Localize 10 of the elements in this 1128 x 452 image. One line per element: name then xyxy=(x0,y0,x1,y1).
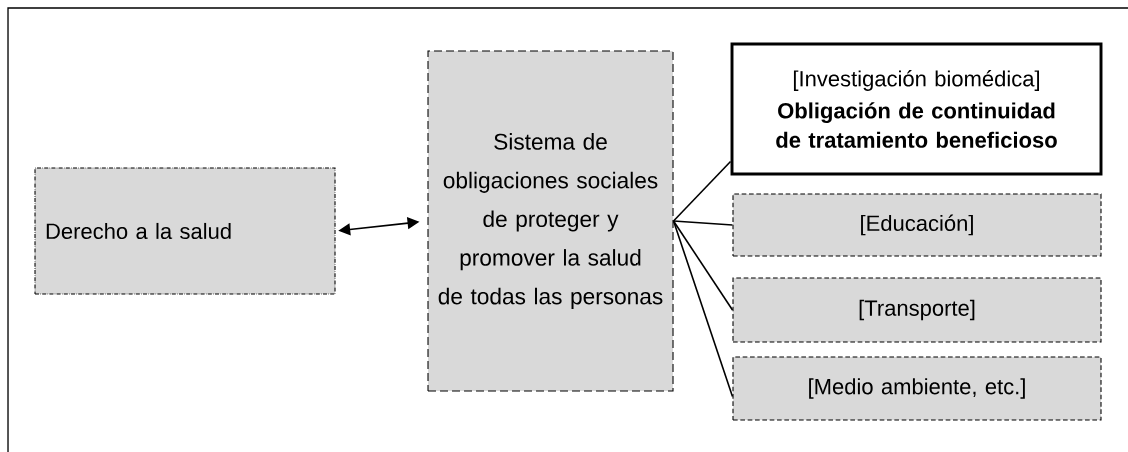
highlight-box: [Investigación biomédica] Obligación de continuidad de tratamiento beneficioso xyxy=(730,42,1103,176)
concept-box: Derecho a la salud xyxy=(34,167,336,295)
connector-line xyxy=(672,160,732,222)
category-box: [Medio ambiente, etc.] xyxy=(732,356,1102,421)
category-box: [Transporte] xyxy=(732,277,1102,343)
connector-line xyxy=(672,220,734,226)
connector-line xyxy=(672,220,734,398)
connector-line xyxy=(672,220,734,311)
system-box: Sistema de obligaciones sociales de proteger y promover la salud de todas las personas xyxy=(427,50,674,392)
category-box: [Educación] xyxy=(732,193,1102,257)
